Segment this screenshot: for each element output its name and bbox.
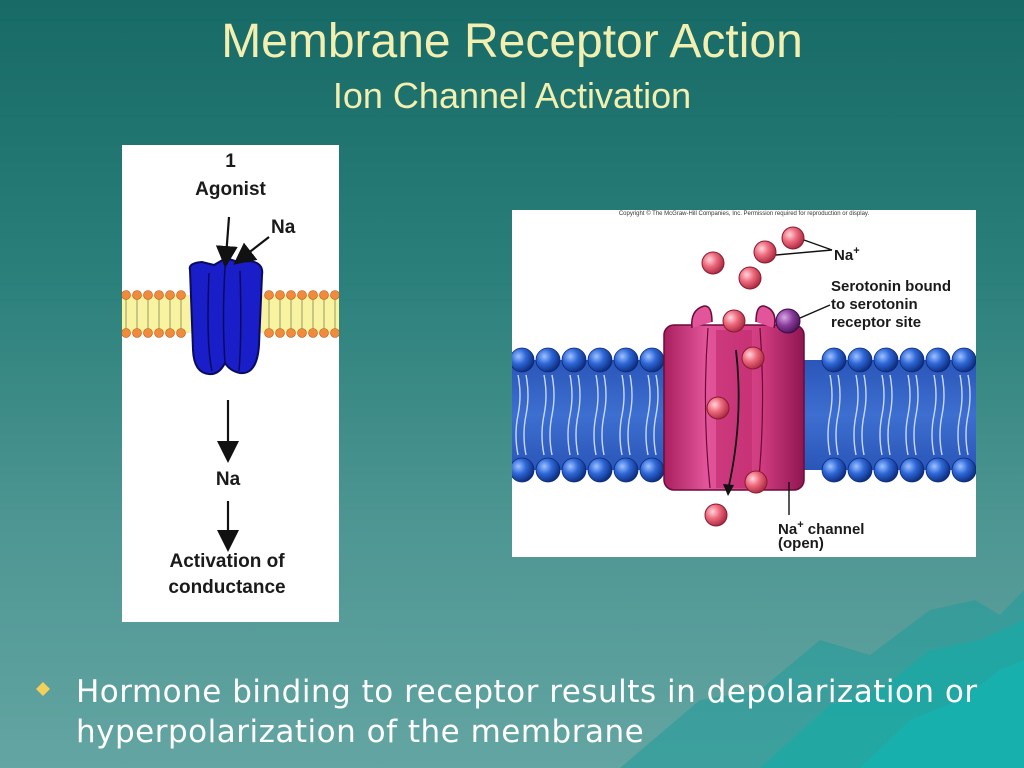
bullet-text: Hormone binding to receptor results in d…	[76, 674, 978, 750]
agonist-diagram-panel: 1 Agonist Na Na Activation of conductanc…	[122, 145, 339, 622]
ion-flow-arrowhead	[723, 484, 734, 496]
na-pointer-line	[775, 249, 833, 256]
activation-label-line2: conductance	[168, 577, 286, 598]
sodium-ions	[701, 226, 805, 527]
agonist-arrow	[215, 216, 238, 268]
slide-subtitle: Ion Channel Activation	[332, 75, 692, 116]
channel-state-label: (open)	[778, 535, 824, 552]
step-number: 1	[225, 151, 236, 172]
activation-label-line1: Activation of	[169, 551, 285, 572]
agonist-diagram	[122, 216, 339, 552]
serotonin-channel-diagram	[512, 226, 976, 527]
serotonin-label-line2: to serotonin	[831, 296, 918, 313]
agonist-label: Agonist	[195, 179, 266, 200]
serotonin-pointer-line	[799, 304, 831, 319]
na-pointer-line	[803, 239, 833, 251]
copyright-notice: Copyright © The McGraw-Hill Companies, I…	[618, 211, 870, 217]
serotonin-label-line3: receptor site	[831, 314, 922, 331]
na-top-label: Na	[271, 217, 296, 238]
na-mid-label: Na	[215, 469, 241, 490]
diamond-bullet-icon	[36, 682, 50, 696]
na-ion-label: Na+	[834, 245, 860, 264]
serotonin-channel-panel: Copyright © The McGraw-Hill Companies, I…	[512, 210, 976, 557]
na-entry-arrow	[233, 236, 270, 265]
channel-label: Na+ channel	[778, 519, 865, 538]
ion-channel-protein	[188, 256, 264, 376]
slide-title: Membrane Receptor Action	[221, 15, 803, 68]
serotonin-molecule	[775, 308, 801, 334]
ion-flow-arrow	[727, 349, 740, 491]
serotonin-label-line1: Serotonin bound	[831, 278, 951, 295]
